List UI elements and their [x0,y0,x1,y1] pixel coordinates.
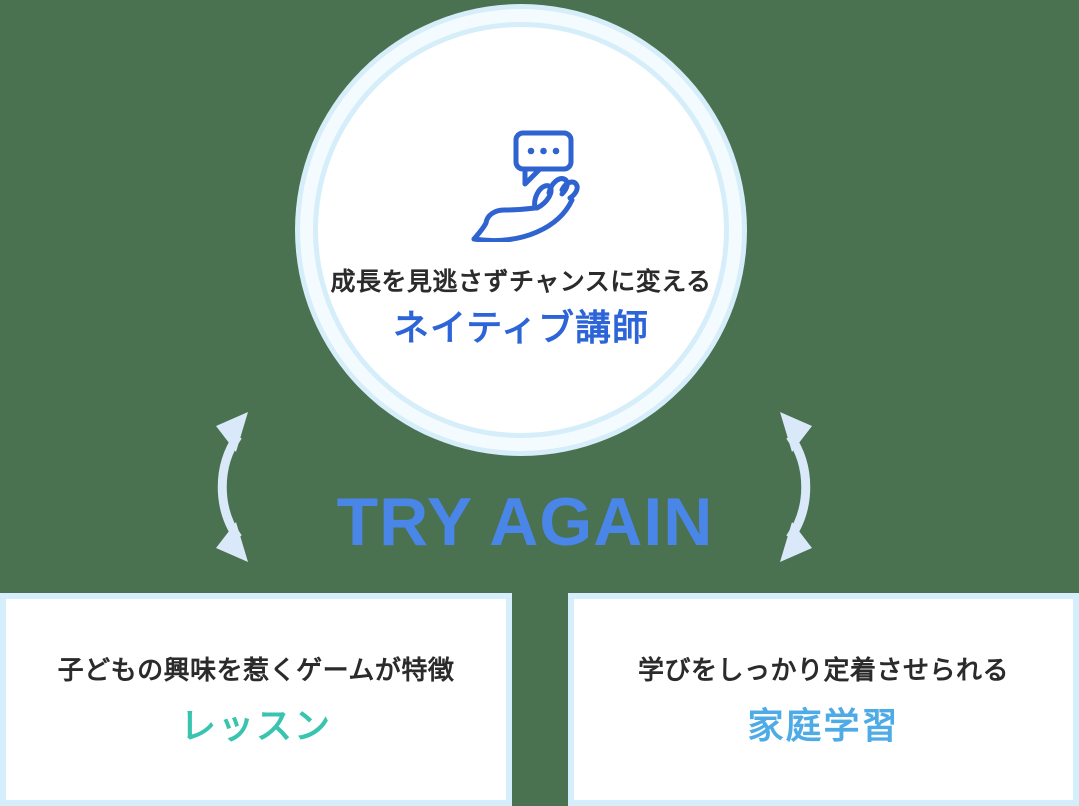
teacher-description: 成長を見逃さずチャンスに変える [330,268,712,296]
home-study-title: 家庭学習 [747,705,900,746]
lesson-card: 子どもの興味を惹くゲームが特徴 レッスン [0,593,512,806]
left-cycle-arrow-icon [216,412,248,562]
lesson-title: レッスン [179,705,332,746]
right-cycle-arrow-icon [780,412,812,562]
home-study-description: 学びをしっかり定着させられる [637,655,1009,685]
home-study-card: 学びをしっかり定着させられる 家庭学習 [568,593,1079,806]
teacher-title: ネイティブ講師 [392,307,650,348]
try-again-label: TRY AGAIN [336,484,714,560]
hand-offering-speech-bubble-icon [471,130,580,242]
lesson-description: 子どもの興味を惹くゲームが特徴 [57,655,455,685]
teacher-circle-node: 成長を見逃さずチャンスに変える ネイティブ講師 [313,22,729,438]
